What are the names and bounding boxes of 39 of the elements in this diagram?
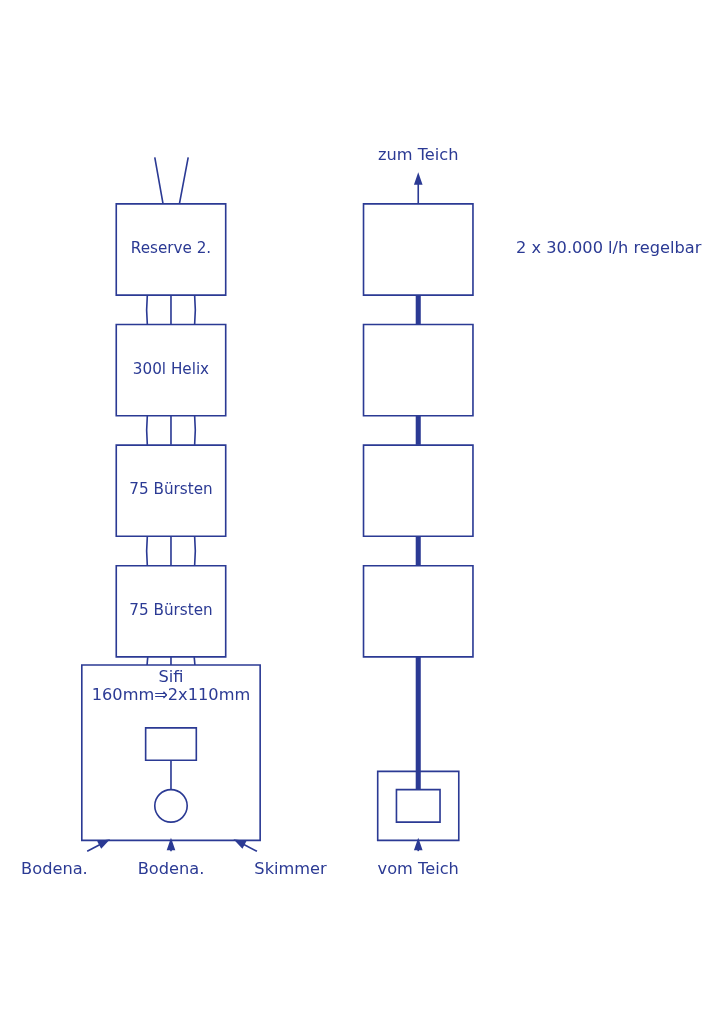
connector bbox=[415, 536, 421, 565]
connector bbox=[415, 656, 421, 789]
connector bbox=[193, 414, 197, 446]
connector bbox=[178, 156, 189, 204]
connector bbox=[170, 759, 172, 790]
node-box bbox=[362, 202, 474, 296]
node-circle bbox=[153, 788, 188, 823]
connector bbox=[145, 294, 149, 325]
node-box bbox=[362, 323, 474, 417]
node-box: 75 Bürsten bbox=[115, 443, 227, 537]
arrow bbox=[86, 838, 111, 852]
connector bbox=[170, 655, 172, 666]
connector bbox=[145, 414, 149, 446]
arrow bbox=[413, 171, 423, 204]
connector bbox=[415, 294, 421, 324]
node-box bbox=[362, 564, 474, 658]
connector bbox=[415, 415, 421, 445]
connector bbox=[193, 655, 196, 666]
node-box bbox=[362, 443, 474, 537]
connector bbox=[170, 535, 172, 566]
connector bbox=[170, 294, 172, 325]
node-box bbox=[395, 788, 441, 823]
node-text: Bodena. bbox=[21, 858, 88, 878]
node-box: 300l Helix bbox=[115, 323, 227, 417]
node-text: vom Teich bbox=[377, 858, 459, 878]
node-box: Reserve 2. bbox=[115, 202, 227, 296]
node-box bbox=[144, 726, 198, 761]
connector bbox=[145, 535, 149, 566]
node-text: Bodena. bbox=[137, 858, 205, 878]
connector bbox=[193, 535, 197, 566]
connector bbox=[193, 294, 197, 325]
node-text: zum Teich bbox=[377, 144, 459, 164]
cluster: Sifi 160mm⇒2x110mm bbox=[81, 663, 261, 841]
connector bbox=[153, 156, 164, 204]
label: 2 x 30.000 l/h regelbar bbox=[516, 237, 702, 257]
node-text: Skimmer bbox=[254, 858, 327, 878]
connector bbox=[170, 414, 172, 446]
node-box: 75 Bürsten bbox=[115, 564, 227, 658]
connector bbox=[146, 655, 149, 666]
